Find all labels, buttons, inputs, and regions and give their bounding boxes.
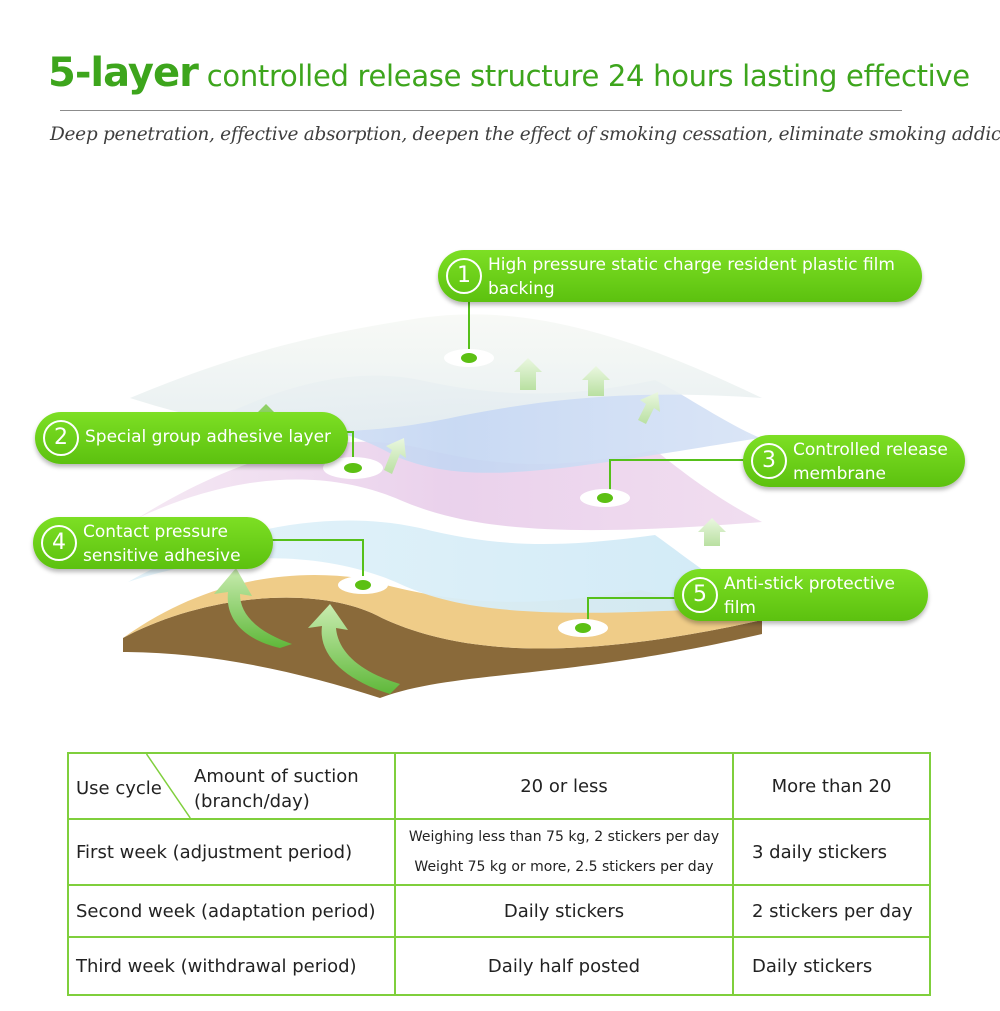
marker-3 <box>580 489 630 507</box>
title-rest: controlled release structure 24 hours la… <box>197 59 970 93</box>
marker-5 <box>558 619 608 637</box>
dose-cell-light: Daily half posted <box>394 936 734 996</box>
arrow-top-1 <box>514 358 542 390</box>
connector-5 <box>587 597 679 626</box>
arrow-left-2 <box>308 604 400 694</box>
usage-table: Use cycle Amount of suction (branch/day)… <box>67 752 931 996</box>
title-highlight: 5-layer <box>48 50 199 96</box>
layer-number-5: 5 <box>682 577 718 613</box>
layer-label-4: 4 Contact pressure sensitive adhesive <box>33 517 273 569</box>
arrow-left-top <box>258 404 274 412</box>
layer-number-2: 2 <box>43 420 79 456</box>
marker-1 <box>444 349 494 367</box>
dose-cell-heavy: 3 daily stickers <box>732 818 931 886</box>
table-corner-cell: Use cycle Amount of suction (branch/day) <box>67 752 396 820</box>
layer-text-5: Anti-stick protective film <box>724 574 895 618</box>
release-arrows <box>214 358 726 694</box>
dose-under-75: Weighing less than 75 kg, 2 stickers per… <box>408 829 720 845</box>
layer-label-5: 5 Anti-stick protective film <box>674 569 928 621</box>
period-cell: First week (adjustment period) <box>67 818 396 886</box>
table-row: Third week (withdrawal period) Daily hal… <box>67 936 931 996</box>
layer-text-3: Controlled release membrane <box>793 440 948 484</box>
title-divider <box>60 110 902 111</box>
layer-number-1: 1 <box>446 258 482 294</box>
corner-diagonal <box>145 754 191 818</box>
layer-label-1: 1 High pressure static charge resident p… <box>438 250 922 302</box>
layer-number-4: 4 <box>41 525 77 561</box>
dose-cell-heavy: Daily stickers <box>732 936 931 996</box>
layer-number-3: 3 <box>751 443 787 479</box>
layer-text-4: Contact pressure sensitive adhesive <box>83 522 241 566</box>
arrow-mid <box>384 438 406 474</box>
arrow-left-1 <box>214 568 292 648</box>
connector-lines <box>272 296 751 626</box>
corner-col-label: Amount of suction (branch/day) <box>194 766 359 812</box>
arrow-top-3 <box>638 392 660 424</box>
layer-label-3: 3 Controlled release membrane <box>743 435 965 487</box>
dose-cell-light: Weighing less than 75 kg, 2 stickers per… <box>394 818 734 886</box>
layer-diagram <box>123 296 762 698</box>
dose-cell-heavy: 2 stickers per day <box>732 884 931 938</box>
dose-cell-light: Daily stickers <box>394 884 734 938</box>
period-cell: Second week (adaptation period) <box>67 884 396 938</box>
marker-4 <box>338 576 388 594</box>
arrow-top-2 <box>582 366 610 396</box>
subtitle: Deep penetration, effective absorption, … <box>50 124 1000 145</box>
layer-markers <box>323 349 630 637</box>
page-title: 5-layer controlled release structure 24 … <box>48 50 970 96</box>
table-row: Second week (adaptation period) Daily st… <box>67 884 931 938</box>
table-row: First week (adjustment period) Weighing … <box>67 818 931 886</box>
layer-label-2: 2 Special group adhesive layer <box>35 412 348 464</box>
marker-2 <box>323 457 383 479</box>
column-header-1: 20 or less <box>394 752 734 820</box>
arrow-right <box>698 518 726 546</box>
dose-over-75: Weight 75 kg or more, 2.5 stickers per d… <box>414 859 714 875</box>
period-cell: Third week (withdrawal period) <box>67 936 396 996</box>
corner-row-label: Use cycle <box>76 778 162 799</box>
connector-3 <box>609 459 751 496</box>
table-header-row: Use cycle Amount of suction (branch/day)… <box>67 752 931 820</box>
layer-cyan <box>128 520 762 613</box>
layer-text-2: Special group adhesive layer <box>85 427 332 447</box>
column-header-2: More than 20 <box>732 752 931 820</box>
connector-4 <box>272 539 364 583</box>
layer-top-film <box>130 314 762 432</box>
layer-text-1: High pressure static charge resident pla… <box>488 255 895 299</box>
